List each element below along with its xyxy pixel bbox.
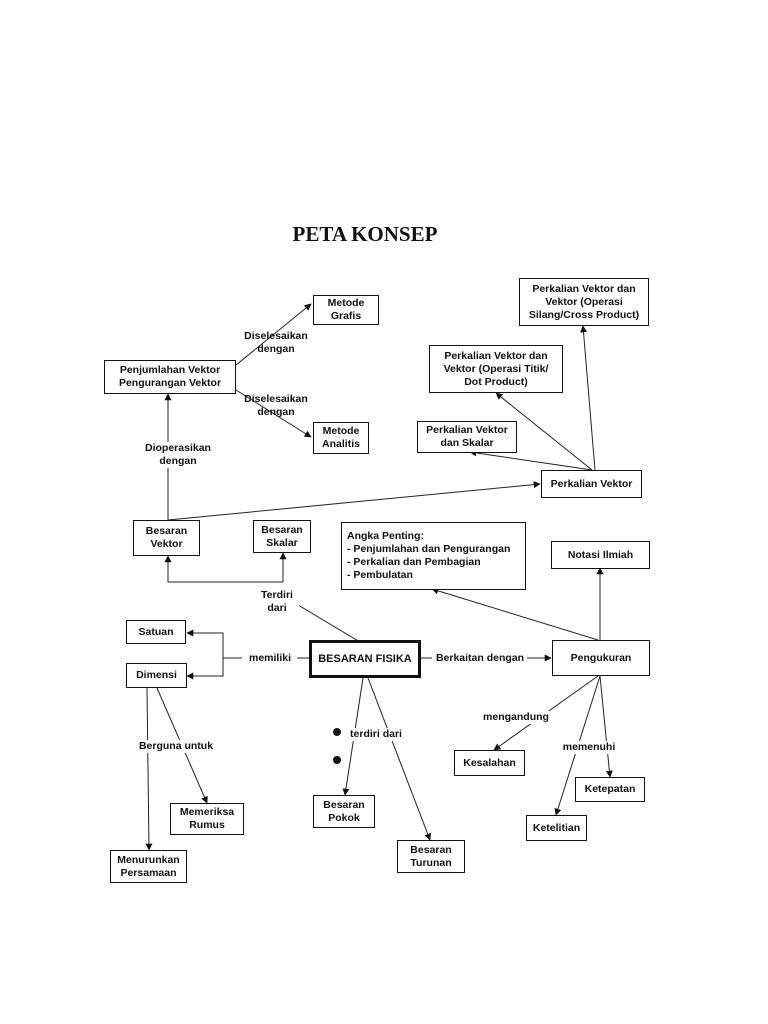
- label-diselesaikan-analitis: Diselesaikan dengan: [244, 393, 308, 418]
- node-menurunkan-persamaan: Menurunkan Persamaan: [110, 850, 187, 883]
- line-bracket-satuan: [186, 629, 224, 658]
- label-dioperasikan: Dioperasikan dengan: [136, 442, 220, 468]
- node-besaran-skalar: Besaran Skalar: [253, 520, 311, 553]
- node-pengukuran: Pengukuran: [552, 640, 650, 676]
- line-perkalian-to-silang: [580, 325, 596, 471]
- label-terdiri-dari: Terdiri dari: [255, 589, 299, 615]
- line-besaran-vektor-to-perkalian: [167, 481, 541, 521]
- page-title: PETA KONSEP: [292, 222, 438, 246]
- node-besaran-turunan: Besaran Turunan: [397, 840, 465, 873]
- line-dimensi-to-menurunkan: [145, 687, 153, 851]
- node-satuan: Satuan: [126, 620, 186, 644]
- node-notasi-ilmiah: Notasi Ilmiah: [551, 541, 650, 569]
- node-penjumlahan-vektor: Penjumlahan Vektor Pengurangan Vektor: [104, 360, 236, 394]
- line-bracket-dimensi: [186, 658, 224, 680]
- line-terdiri-to-skalar: [277, 552, 287, 583]
- label-diselesaikan-grafis: Diselesaikan dengan: [244, 330, 308, 355]
- node-ketepatan: Ketepatan: [575, 777, 645, 802]
- node-besaran-pokok: Besaran Pokok: [313, 795, 375, 828]
- label-berguna-untuk: Berguna untuk: [132, 740, 220, 753]
- line-pengukuran-to-ketepatan: [599, 675, 613, 778]
- node-besaran-vektor: Besaran Vektor: [133, 520, 200, 556]
- line-perkalian-to-skalar: [469, 449, 593, 471]
- label-terdiri-dari-2: terdiri dari: [345, 728, 407, 741]
- node-perkalian-titik: Perkalian Vektor dan Vektor (Operasi Tit…: [429, 345, 563, 393]
- node-dimensi: Dimensi: [126, 663, 187, 688]
- line-penjumlahan-to-grafis: [235, 303, 312, 366]
- node-memeriksa-rumus: Memeriksa Rumus: [170, 803, 244, 835]
- line-penjumlahan-to-analitis: [235, 389, 312, 438]
- label-memiliki: memiliki: [248, 652, 292, 664]
- line-pengukuran-to-angka: [431, 587, 599, 641]
- node-ketelitian: Ketelitian: [526, 815, 587, 841]
- node-metode-grafis: Metode Grafis: [313, 295, 379, 325]
- node-besaran-fisika: BESARAN FISIKA: [309, 640, 421, 678]
- bullet-dot: [333, 756, 341, 764]
- node-perkalian-vektor: Perkalian Vektor: [541, 470, 642, 498]
- line-terdiri-to-vektor: [164, 555, 277, 583]
- label-mengandung: mengandung: [478, 711, 554, 724]
- label-memenuhi: memenuhi: [558, 741, 620, 754]
- node-perkalian-silang: Perkalian Vektor dan Vektor (Operasi Sil…: [519, 278, 649, 326]
- line-perkalian-to-titik: [495, 392, 593, 471]
- node-perkalian-skalar: Perkalian Vektor dan Skalar: [417, 421, 517, 453]
- node-kesalahan: Kesalahan: [454, 750, 525, 776]
- label-berkaitan-dengan: Berkaitan dengan: [435, 652, 525, 664]
- line-fisika-to-turunan: [367, 677, 432, 841]
- bullet-dot: [333, 728, 341, 736]
- node-metode-analitis: Metode Analitis: [313, 422, 369, 454]
- node-angka-penting: Angka Penting: - Penjumlahan dan Pengura…: [341, 522, 526, 590]
